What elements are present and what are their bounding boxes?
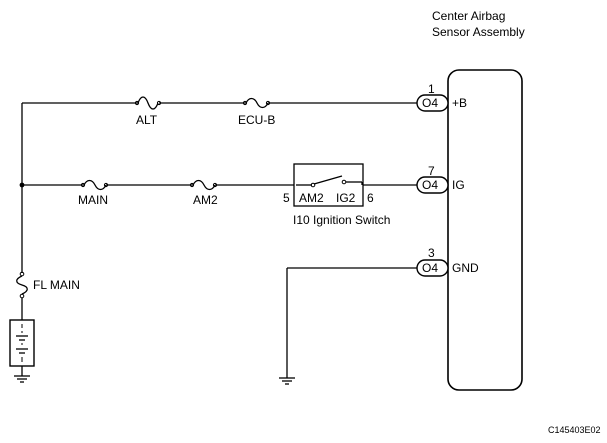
terminal-label: +B (452, 96, 467, 110)
pin-number-label: 1 (428, 82, 435, 96)
am2-fuse-label: AM2 (193, 193, 218, 207)
ignition-switch-name: I10 Ignition Switch (293, 213, 390, 227)
main-fuse-label: MAIN (78, 193, 108, 207)
alt-fuse-label: ALT (136, 113, 158, 127)
ignition-switch-right-pin: 6 (367, 191, 374, 205)
switch-contact-arm (313, 175, 343, 185)
pin-number-label: 7 (428, 164, 435, 178)
fl-main-label: FL MAIN (33, 278, 80, 292)
alt-fuse-symbol (137, 96, 159, 110)
connector-pin-1: O4 1 +B (416, 82, 467, 112)
ecu-b-fuse-label: ECU-B (238, 113, 275, 127)
ignition-switch: AM2 IG2 5 6 I10 Ignition Switch (283, 163, 390, 227)
connector-label: O4 (422, 261, 438, 275)
battery-symbol (9, 319, 35, 376)
pin-number-label: 3 (428, 246, 435, 260)
airbag-sensor-assembly-box (447, 69, 523, 391)
b-plus-circuit: ALT ECU-B (22, 96, 417, 127)
connector-label: O4 (422, 96, 438, 110)
ignition-switch-left-pin: 5 (283, 191, 290, 205)
terminal-label: GND (452, 261, 479, 275)
ig-circuit: MAIN AM2 (22, 179, 296, 207)
ground-circuit (279, 267, 417, 385)
ground-symbol-right (279, 377, 295, 385)
fl-main-fusible-link: FL MAIN (16, 271, 80, 320)
figure-code: C145403E02 (548, 425, 601, 435)
component-title-line2: Sensor Assembly (432, 25, 525, 39)
connector-pin-7: O4 7 IG (416, 164, 465, 194)
component-title-line1: Center Airbag (432, 9, 505, 23)
connector-label: O4 (422, 178, 438, 192)
terminal-label: IG (452, 178, 465, 192)
ecu-b-fuse-symbol (245, 97, 269, 109)
am2-fuse-symbol (192, 179, 216, 191)
ignition-switch-right-terminal: IG2 (336, 191, 356, 205)
ignition-switch-left-terminal: AM2 (299, 191, 324, 205)
main-fuse-symbol (83, 179, 107, 191)
ground-symbol-left (14, 375, 30, 383)
connector-pin-3: O4 3 GND (416, 246, 479, 277)
